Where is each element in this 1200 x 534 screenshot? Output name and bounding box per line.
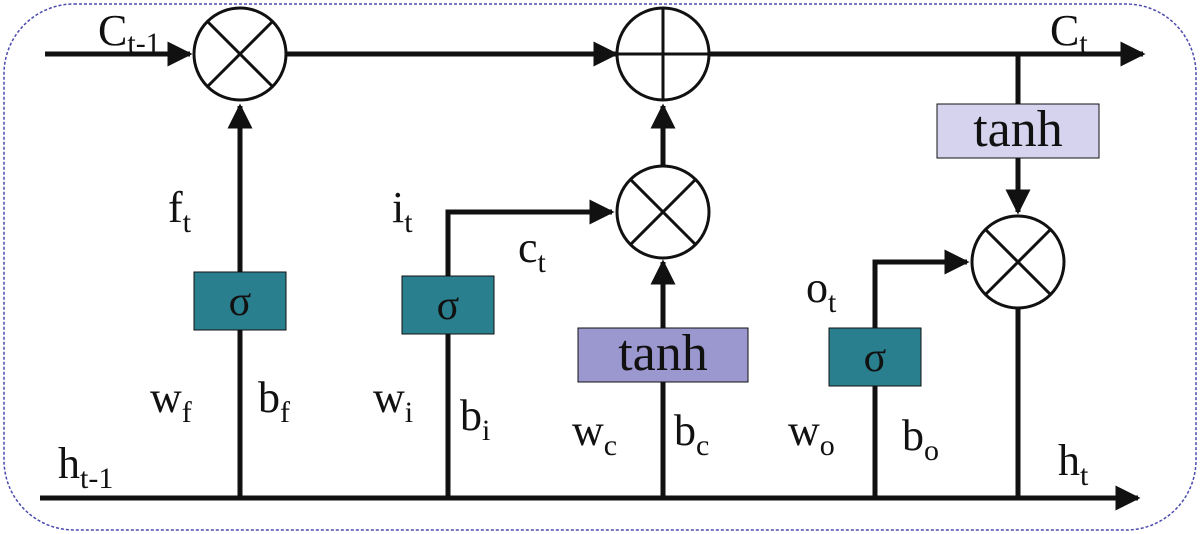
cell-border xyxy=(3,3,1197,531)
forget-multiply-operator xyxy=(192,6,288,102)
svg-text:tanh: tanh xyxy=(973,101,1063,158)
label-b-f: bf xyxy=(258,373,290,429)
label-h-prev: ht-1 xyxy=(58,439,113,495)
label-candidate-output: ct xyxy=(518,223,547,279)
input-multiply-operator xyxy=(615,164,711,260)
label-h-t: ht xyxy=(1058,436,1089,492)
candidate-tanh-box: tanh xyxy=(577,325,749,383)
label-forget-output: ft xyxy=(168,183,192,239)
label-b-o: bo xyxy=(902,411,939,467)
label-b-c: bc xyxy=(674,406,709,462)
output-gate-output-arrow xyxy=(872,249,970,328)
output-multiply-operator xyxy=(970,214,1066,310)
label-w-f: wf xyxy=(150,373,192,429)
label-b-i: bi xyxy=(460,391,490,447)
forget-gate-sigma: σ xyxy=(193,271,287,331)
label-w-i: wi xyxy=(373,373,413,429)
label-c-t: Ct xyxy=(1050,6,1088,60)
svg-text:σ: σ xyxy=(229,279,252,325)
cell-add-operator xyxy=(615,6,711,102)
cell-tanh-box: tanh xyxy=(936,101,1100,159)
label-c-prev: Ct-1 xyxy=(98,6,161,60)
label-w-c: wc xyxy=(572,406,617,462)
label-output-gate: ot xyxy=(806,263,837,319)
input-gate-sigma: σ xyxy=(401,275,495,335)
label-w-o: wo xyxy=(788,406,835,462)
input-gate-output-arrow xyxy=(445,199,615,276)
svg-text:tanh: tanh xyxy=(618,325,708,382)
svg-text:σ: σ xyxy=(864,335,887,381)
svg-text:σ: σ xyxy=(437,283,460,329)
output-gate-sigma: σ xyxy=(828,327,922,387)
label-input-output: it xyxy=(392,183,413,239)
